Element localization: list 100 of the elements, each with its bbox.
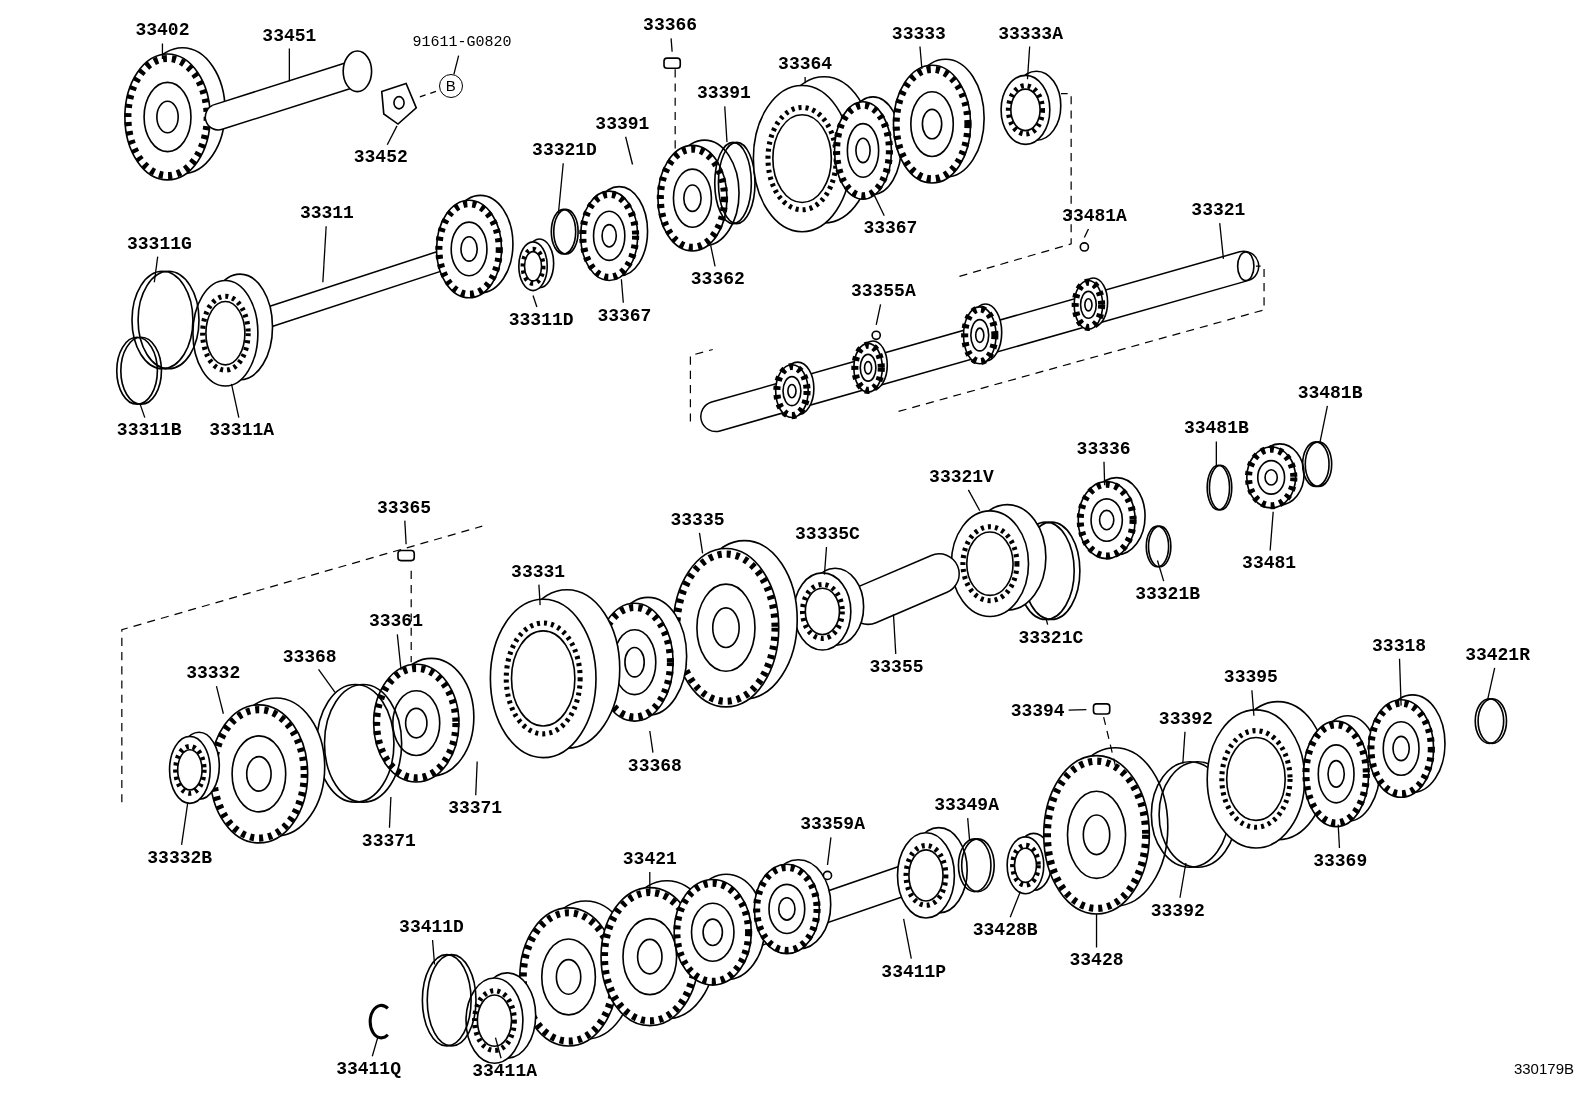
leader-line [872, 192, 885, 217]
leader-line [230, 383, 240, 419]
part-number: 33451 [261, 25, 318, 46]
part-number: 33335C [794, 524, 861, 545]
part-number: 33336 [1075, 438, 1132, 459]
part-number: 33368 [626, 755, 683, 776]
leader-line [153, 256, 159, 283]
part-number: 33411P [880, 961, 948, 982]
leader-line [1083, 228, 1090, 239]
leader-line [1045, 616, 1049, 626]
part-number: 33318 [1371, 635, 1428, 656]
leader-line [823, 546, 828, 576]
leader-line [649, 871, 651, 895]
part-number: 33395 [1222, 667, 1279, 688]
part-number: 33362 [689, 269, 746, 290]
leader-line [317, 668, 336, 694]
part-number: 33392 [1157, 708, 1214, 729]
leader-line [1182, 731, 1186, 765]
leader-line [892, 613, 897, 655]
leader-line [1337, 823, 1341, 849]
leader-line [538, 583, 541, 606]
part-number: 33366 [642, 15, 699, 36]
leader-line [620, 278, 624, 304]
part-number: 33332B [146, 847, 214, 868]
reference-circle: B [438, 74, 463, 99]
leader-line [1095, 913, 1098, 949]
part-number: 33331 [510, 561, 567, 582]
leader-line [453, 54, 460, 75]
leader-line [532, 294, 538, 308]
part-number: 33369 [1312, 850, 1369, 871]
part-number: 33321B [1134, 583, 1201, 604]
part-number: 33335 [669, 509, 726, 530]
part-number: 33411D [398, 916, 465, 937]
leader-line [557, 162, 564, 214]
part-number: 33311A [208, 420, 276, 441]
part-number: 33359A [799, 814, 866, 835]
leader-line [724, 105, 728, 143]
part-number: 33421 [621, 848, 678, 869]
part-number: 33411Q [335, 1059, 402, 1080]
leader-line [1009, 890, 1022, 918]
leader-line [180, 801, 189, 846]
leader-line [624, 136, 634, 166]
leader-line [404, 520, 407, 545]
part-number: 33391 [695, 83, 752, 104]
leader-line [288, 47, 290, 82]
part-number: 33481A [1061, 206, 1128, 227]
part-number: 33355 [868, 657, 925, 678]
part-number: 33364 [777, 53, 834, 74]
leader-line [215, 685, 224, 715]
leader-line [1251, 689, 1255, 717]
leader-line [649, 730, 654, 754]
part-number: 33321C [1017, 627, 1085, 648]
part-number: 33371 [447, 798, 504, 819]
leader-line [322, 225, 327, 283]
part-number: 33333 [890, 23, 947, 44]
leader-line [386, 125, 398, 146]
part-number: 33355A [849, 281, 917, 302]
part-number: 33311D [507, 309, 575, 330]
part-number: 33332 [185, 663, 242, 684]
leader-line [698, 532, 704, 554]
part-number: 33392 [1149, 900, 1206, 921]
leader-line [388, 796, 392, 829]
part-number: 33481B [1182, 418, 1250, 439]
part-number: 33368 [281, 646, 338, 667]
leader-line [1486, 667, 1496, 702]
leader-line [1269, 511, 1274, 552]
part-number: 33333A [997, 23, 1064, 44]
part-number: 33428B [971, 920, 1039, 940]
leader-line [161, 42, 164, 60]
drawing-number: 330179B [1513, 1060, 1574, 1077]
part-number: 33321D [531, 140, 598, 161]
part-number: 33365 [376, 497, 433, 518]
part-number: 33361 [367, 611, 424, 632]
part-number: 33349A [933, 795, 1000, 816]
leader-line [1156, 559, 1165, 582]
leader-line [1219, 222, 1225, 260]
leader-line [475, 760, 478, 796]
leader-line [967, 489, 981, 512]
part-number: 33452 [352, 147, 409, 168]
part-number: 33311B [115, 420, 183, 441]
part-number: 33481B [1296, 382, 1364, 403]
leader-line [967, 817, 971, 842]
part-number: 33421R [1464, 644, 1531, 665]
part-number: 33428 [1068, 950, 1125, 971]
part-number: 91611-G0820 [411, 32, 513, 53]
part-number: 33481 [1241, 553, 1298, 574]
part-number: 33411A [471, 1061, 538, 1082]
part-number: 33321V [928, 467, 995, 488]
part-number: 33367 [596, 305, 653, 326]
leader-line [1319, 405, 1329, 444]
leader-line [670, 37, 673, 53]
part-number: 33311G [126, 233, 193, 254]
leader-line [1179, 862, 1187, 899]
leader-line [1026, 45, 1031, 80]
leader-line [1068, 709, 1088, 711]
part-number: 33311 [298, 203, 355, 224]
part-number: 33367 [862, 218, 919, 239]
leader-line [710, 245, 716, 267]
leader-line [1215, 440, 1217, 468]
leader-line [494, 1037, 502, 1059]
